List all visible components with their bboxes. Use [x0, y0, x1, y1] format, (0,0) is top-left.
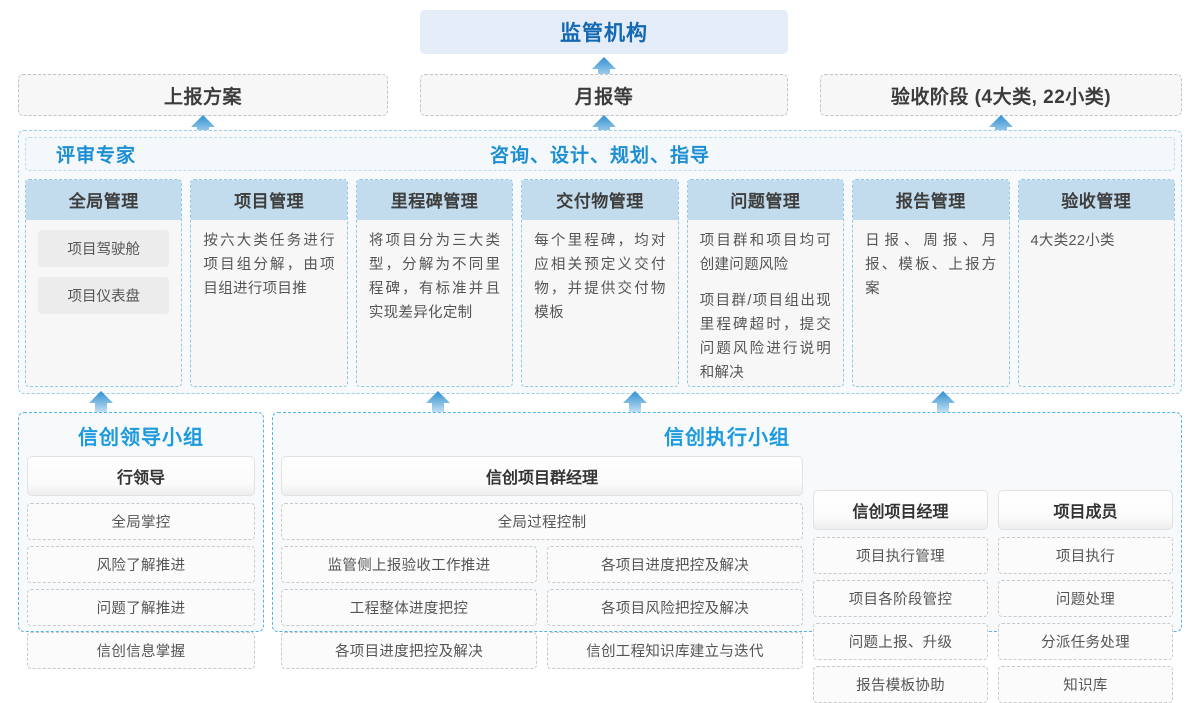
regulatory-authority-label: 监管机构 [560, 22, 648, 45]
column-paragraph: 项目群和项目均可创建问题风险 [699, 233, 832, 273]
task-item[interactable]: 项目执行 [998, 537, 1173, 574]
capability-column-milestone[interactable]: 里程碑管理 将项目分为三大类型，分解为不同里程碑，有标准并且实现差异化定制 [355, 179, 514, 387]
task-item[interactable]: 分派任务处理 [998, 623, 1173, 660]
capability-columns: 全局管理 项目驾驶舱 项目仪表盘 项目管理 按六大类任务进行项目组分解，由项目组… [25, 179, 1175, 387]
task-item[interactable]: 全局掌控 [27, 503, 255, 540]
column-paragraph: 日报、周报、月报、模板、上报方案 [865, 233, 997, 297]
task-item[interactable]: 项目执行管理 [813, 537, 988, 574]
column-title: 项目管理 [191, 180, 347, 220]
report-box-acceptance-label: 验收阶段 (4大类, 22小类) [890, 86, 1112, 108]
column-paragraph: 4大类22小类 [1030, 233, 1115, 249]
task-item[interactable]: 工程整体进度把控 [281, 589, 537, 626]
role-header-project-member[interactable]: 项目成员 [998, 490, 1173, 530]
column-body: 将项目分为三大类型，分解为不同里程碑，有标准并且实现差异化定制 [357, 220, 512, 334]
column-title: 交付物管理 [522, 180, 678, 220]
review-expert-label: 评审专家 [56, 145, 137, 167]
platform-capability-band: 评审专家 咨询、设计、规划、指导 全局管理 项目驾驶舱 项目仪表盘 项目管理 按… [18, 130, 1182, 394]
task-item[interactable]: 各项目进度把控及解决 [547, 546, 803, 583]
report-box-plan: 上报方案 [18, 74, 388, 116]
column-title: 里程碑管理 [356, 180, 513, 220]
up-arrow-icon-leader-group [88, 390, 114, 418]
task-item[interactable]: 信创信息掌握 [27, 632, 255, 669]
capability-column-acceptance[interactable]: 验收管理 4大类22小类 [1017, 179, 1175, 387]
leader-group-panel: 信创领导小组 行领导 全局掌控 风险了解推进 问题了解推进 信创信息掌握 [18, 412, 264, 669]
task-item[interactable]: 监管侧上报验收工作推进 [281, 546, 537, 583]
column-body: 日报、周报、月报、模板、上报方案 [853, 220, 1008, 310]
role-header-program-manager[interactable]: 信创项目群经理 [281, 456, 803, 496]
column-body: 按六大类任务进行项目组分解，由项目组进行项目推 [191, 220, 346, 310]
capability-column-issue[interactable]: 问题管理 项目群和项目均可创建问题风险 项目群/项目组出现里程碑超时，提交问题风… [686, 179, 845, 387]
column-body: 4大类22小类 [1019, 220, 1174, 262]
role-header-bank-leader[interactable]: 行领导 [27, 456, 255, 496]
project-manager-column: 信创项目经理 项目执行管理 项目各阶段管控 问题上报、升级 报告模板协助 [813, 490, 988, 703]
report-box-monthly-label: 月报等 [574, 86, 634, 108]
pill-item[interactable]: 项目驾驶舱 [38, 230, 170, 267]
platform-band-header: 评审专家 咨询、设计、规划、指导 [25, 137, 1175, 171]
task-item[interactable]: 报告模板协助 [813, 666, 988, 703]
task-item[interactable]: 信创工程知识库建立与迭代 [547, 632, 803, 669]
capability-column-global[interactable]: 全局管理 项目驾驶舱 项目仪表盘 [25, 179, 183, 387]
program-manager-left-tasks: 监管侧上报验收工作推进 工程整体进度把控 各项目进度把控及解决 [281, 546, 537, 669]
column-title: 全局管理 [26, 180, 182, 220]
column-paragraph: 将项目分为三大类型，分解为不同里程碑，有标准并且实现差异化定制 [368, 233, 501, 321]
up-arrow-icon-exec-3 [930, 390, 956, 418]
report-box-acceptance: 验收阶段 (4大类, 22小类) [820, 74, 1182, 116]
report-box-plan-label: 上报方案 [163, 86, 242, 108]
column-body: 项目驾驶舱 项目仪表盘 [26, 220, 181, 332]
up-arrow-icon-exec-2 [622, 390, 648, 418]
regulatory-authority-box: 监管机构 [420, 10, 788, 54]
task-item[interactable]: 全局过程控制 [281, 503, 803, 540]
column-body: 项目群和项目均可创建问题风险 项目群/项目组出现里程碑超时，提交问题风险进行说明… [688, 220, 843, 386]
capability-column-project[interactable]: 项目管理 按六大类任务进行项目组分解，由项目组进行项目推 [190, 179, 348, 387]
task-item[interactable]: 问题上报、升级 [813, 623, 988, 660]
capability-column-deliverable[interactable]: 交付物管理 每个里程碑，均对应相关预定义交付物，并提供交付物模板 [521, 179, 679, 387]
task-item[interactable]: 风险了解推进 [27, 546, 255, 583]
project-member-column: 项目成员 项目执行 问题处理 分派任务处理 知识库 [998, 490, 1173, 703]
leader-group-title: 信创领导小组 [78, 427, 204, 449]
column-paragraph: 按六大类任务进行项目组分解，由项目组进行项目推 [203, 233, 335, 297]
program-manager-column: 信创项目群经理 全局过程控制 监管侧上报验收工作推进 工程整体进度把控 各项目进… [281, 456, 803, 703]
program-manager-task-grid: 监管侧上报验收工作推进 工程整体进度把控 各项目进度把控及解决 各项目进度把控及… [281, 546, 803, 669]
column-body: 每个里程碑，均对应相关预定义交付物，并提供交付物模板 [522, 220, 677, 334]
task-item[interactable]: 项目各阶段管控 [813, 580, 988, 617]
up-arrow-icon-exec-1 [425, 390, 451, 418]
task-item[interactable]: 知识库 [998, 666, 1173, 703]
column-title: 问题管理 [687, 180, 844, 220]
report-box-monthly: 月报等 [420, 74, 788, 116]
column-title: 验收管理 [1018, 180, 1174, 220]
column-paragraph: 每个里程碑，均对应相关预定义交付物，并提供交付物模板 [534, 233, 666, 321]
role-header-project-manager[interactable]: 信创项目经理 [813, 490, 988, 530]
task-item[interactable]: 各项目进度把控及解决 [281, 632, 537, 669]
capability-column-report[interactable]: 报告管理 日报、周报、月报、模板、上报方案 [852, 179, 1010, 387]
consulting-services-label: 咨询、设计、规划、指导 [489, 145, 710, 167]
task-item[interactable]: 问题了解推进 [27, 589, 255, 626]
task-item[interactable]: 各项目风险把控及解决 [547, 589, 803, 626]
column-paragraph: 项目群/项目组出现里程碑超时，提交问题风险进行说明和解决 [699, 292, 832, 381]
program-manager-right-tasks: 各项目进度把控及解决 各项目风险把控及解决 信创工程知识库建立与迭代 [547, 546, 803, 669]
exec-right-columns: 信创项目经理 项目执行管理 项目各阶段管控 问题上报、升级 报告模板协助 项目成… [813, 456, 1173, 703]
exec-group-title: 信创执行小组 [664, 427, 790, 449]
pill-item[interactable]: 项目仪表盘 [38, 277, 170, 314]
exec-group-columns: 信创项目群经理 全局过程控制 监管侧上报验收工作推进 工程整体进度把控 各项目进… [281, 456, 1173, 703]
task-item[interactable]: 问题处理 [998, 580, 1173, 617]
exec-group-panel: 信创执行小组 信创项目群经理 全局过程控制 监管侧上报验收工作推进 工程整体进度… [272, 412, 1182, 703]
column-title: 报告管理 [853, 180, 1009, 220]
